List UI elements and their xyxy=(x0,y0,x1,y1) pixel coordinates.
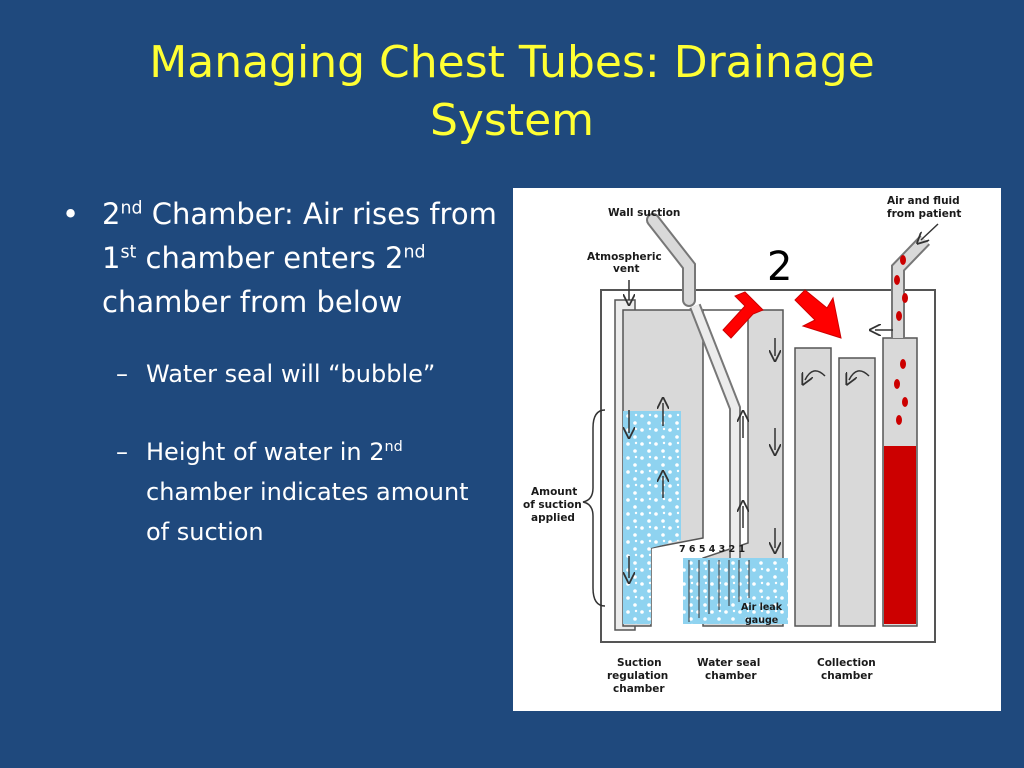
label-atmospheric: Atmospheric xyxy=(587,251,662,263)
sub-bullet-marker: – xyxy=(116,360,128,388)
bullet-main-sup-1: nd xyxy=(120,198,143,219)
sub-bullet-bubble: – Water seal will “bubble” xyxy=(58,354,498,394)
label-wall-suction: Wall suction xyxy=(608,207,680,219)
label-collection: Collection xyxy=(817,657,876,669)
bullet-main-sup-3: nd xyxy=(403,242,426,263)
sub-bullet-height-sup: nd xyxy=(384,439,403,455)
amount-bracket xyxy=(582,409,606,607)
label-amount: Amount xyxy=(531,486,577,498)
callout-number: 2 xyxy=(767,244,792,290)
label-air-leak: Air leak xyxy=(741,602,783,613)
bullet-main-sup-2: st xyxy=(120,242,137,263)
bullet-main-text-4: chamber from below xyxy=(102,285,403,319)
sub-bullet-bubble-text: Water seal will “bubble” xyxy=(146,360,436,388)
sub-bullet-height-text-2: chamber indicates amount of suction xyxy=(146,478,469,546)
label-vent: vent xyxy=(613,263,639,275)
sub-bullet-height-text-1: Height of water in 2 xyxy=(146,438,385,466)
slide-title: Managing Chest Tubes: Drainage System xyxy=(149,37,875,146)
label-suction: Suction xyxy=(617,657,662,669)
water-seal-water xyxy=(683,558,788,624)
sub-bullet-height: – Height of water in 2nd chamber indicat… xyxy=(58,432,498,552)
bullet-main-text-3: chamber enters 2 xyxy=(136,241,404,275)
sub-bullet-marker: – xyxy=(116,438,128,466)
bullet-main-text-1: 2 xyxy=(102,197,121,231)
blood-drops xyxy=(894,255,908,425)
label-water-seal: Water seal xyxy=(697,657,760,669)
callout-arrows xyxy=(722,289,842,339)
label-reg-chamber: chamber xyxy=(613,683,665,695)
label-water-seal-chamber: chamber xyxy=(705,670,757,682)
bullet-list: • 2nd Chamber: Air rises from 1st chambe… xyxy=(58,192,498,552)
drainage-system-diagram: Wall suction Atmospheric vent Air and fl… xyxy=(513,188,1001,711)
label-regulation: regulation xyxy=(607,670,668,682)
label-of-suction: of suction xyxy=(523,499,582,511)
label-applied: applied xyxy=(531,512,575,524)
collection-chamber-1 xyxy=(794,347,832,627)
diagram-svg: Wall suction Atmospheric vent Air and fl… xyxy=(523,195,961,695)
label-gauge: gauge xyxy=(745,615,778,626)
label-collection-chamber: chamber xyxy=(821,670,873,682)
air-leak-gauge-lines xyxy=(688,560,750,622)
bullet-marker: • xyxy=(62,197,80,231)
flow-arrows xyxy=(629,223,939,578)
bullet-main: • 2nd Chamber: Air rises from 1st chambe… xyxy=(58,192,498,324)
suction-chamber-water xyxy=(623,411,681,624)
label-air-fluid: Air and fluid xyxy=(887,195,960,207)
collected-fluid xyxy=(884,446,916,624)
collection-chamber-2 xyxy=(838,357,876,627)
bullet-main-text-2: Chamber: Air rises from 1 xyxy=(102,197,497,275)
label-gauge-numbers: 7 6 5 4 3 2 1 xyxy=(679,544,745,555)
label-from-patient: from patient xyxy=(887,208,961,220)
